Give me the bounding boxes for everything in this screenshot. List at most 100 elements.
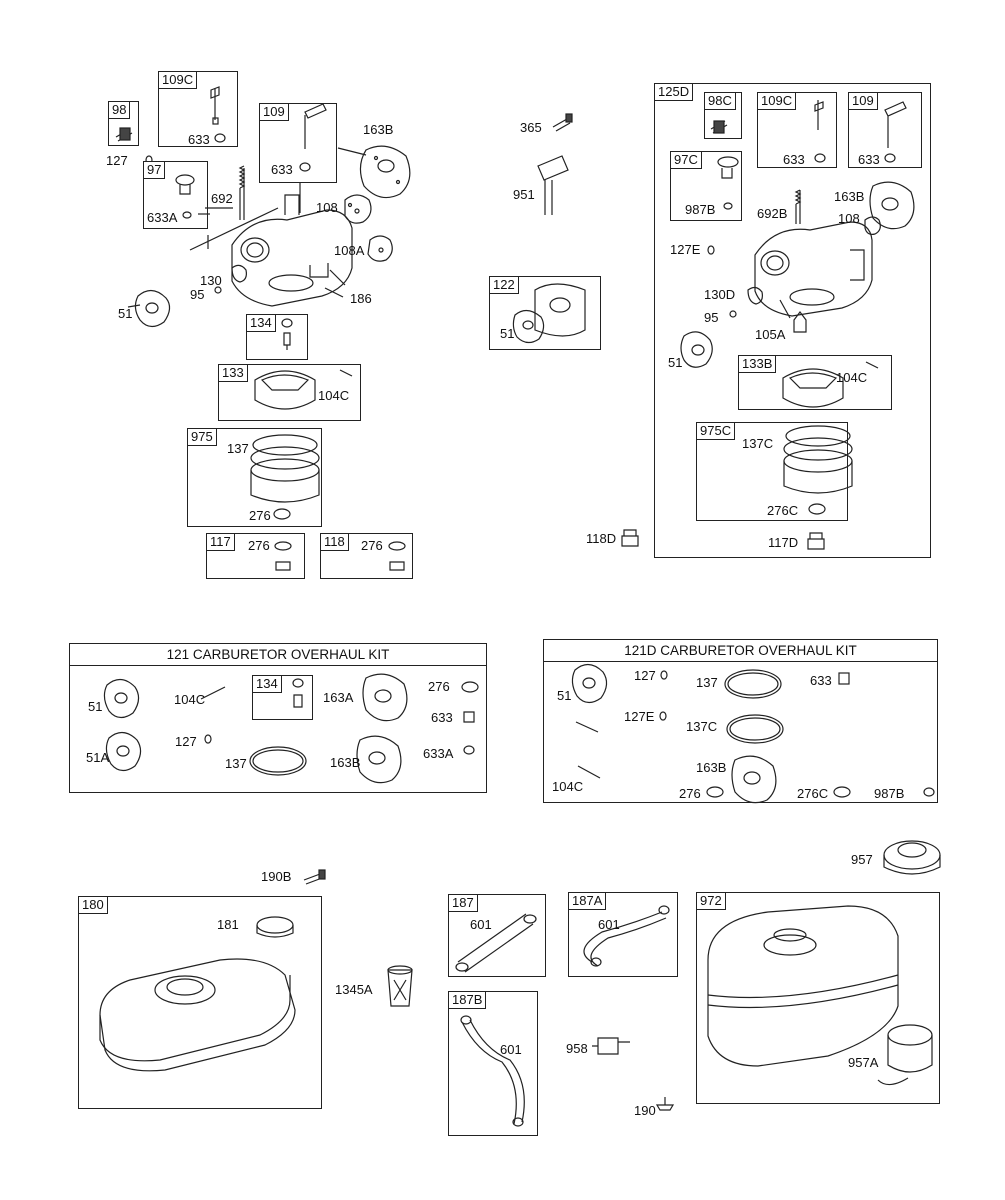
kit2-callout-987B: 987B <box>874 786 905 801</box>
box-97C: 97C <box>670 151 742 221</box>
leader-lines <box>127 147 791 319</box>
box-117: 117 <box>206 533 305 579</box>
plug-part-117 <box>274 541 292 571</box>
callout-104C: 104C <box>318 388 350 403</box>
callout-692B: 692B <box>757 206 788 221</box>
callout-137: 137 <box>227 441 249 456</box>
box-109C-2: 109C <box>757 92 837 168</box>
kit1-callout-127: 127 <box>175 734 197 749</box>
callout-633-c: 633 <box>783 152 805 167</box>
callout-276-a: 276 <box>249 508 271 523</box>
kit1-callout-633A: 633A <box>423 746 454 761</box>
callout-163B-2: 163B <box>834 189 865 204</box>
screw-part-98C <box>710 120 728 134</box>
filter-part-1345A <box>387 965 413 1007</box>
kit1-callout-163A: 163A <box>323 690 354 705</box>
callout-633A: 633A <box>147 210 178 225</box>
callout-137C: 137C <box>742 436 774 451</box>
callout-127E: 127E <box>670 242 701 257</box>
gasket-part-51b <box>512 309 545 344</box>
callout-633-d: 633 <box>858 152 880 167</box>
kit2-callout-163B: 163B <box>696 760 727 775</box>
callout-95-2: 95 <box>704 310 719 325</box>
lever-part-109 <box>299 103 327 172</box>
kit-121-title: 121 CARBURETOR OVERHAUL KIT <box>70 644 486 666</box>
callout-601-b: 601 <box>598 917 620 932</box>
callout-951: 951 <box>513 187 535 202</box>
callout-1345A: 1345A <box>335 982 373 997</box>
callout-117D: 117D <box>768 535 799 550</box>
kit2-callout-633: 633 <box>810 673 832 688</box>
kit2-callout-127E: 127E <box>624 709 655 724</box>
callout-187A: 187A <box>568 892 607 910</box>
cap-part-957A <box>877 1024 933 1086</box>
needle-part-134 <box>281 318 293 350</box>
callout-972: 972 <box>696 892 726 910</box>
kit1-box-134: 134 <box>252 675 313 720</box>
callout-365: 365 <box>520 120 542 135</box>
screw-part-190 <box>655 1097 675 1111</box>
box-972: 972 <box>696 892 940 1104</box>
kit1-callout-163B: 163B <box>330 755 361 770</box>
kit1-parts <box>103 673 479 784</box>
kit2-callout-104C: 104C <box>552 779 584 794</box>
needle-part-105A <box>793 311 807 333</box>
plug-part-117D <box>807 532 825 550</box>
callout-276-b: 276 <box>248 538 270 553</box>
callout-109-2: 109 <box>848 92 878 110</box>
plate-part-108-2 <box>864 216 881 235</box>
kit2-callout-276C: 276C <box>797 786 829 801</box>
callout-190B: 190B <box>261 869 292 884</box>
callout-98C: 98C <box>704 92 736 110</box>
fuel-line-187A <box>583 905 670 967</box>
callout-692: 692 <box>211 191 233 206</box>
float-part-97 <box>175 174 195 219</box>
gasket-part-163B-2 <box>869 181 915 230</box>
callout-104C-2: 104C <box>836 370 868 385</box>
kit-121D-panel: 121D CARBURETOR OVERHAUL KIT <box>543 639 938 803</box>
kit2-callout-137: 137 <box>696 675 718 690</box>
callout-975: 975 <box>187 428 217 446</box>
plate-part-108 <box>344 194 372 224</box>
callout-133B: 133B <box>738 355 777 373</box>
spacer-part-122 <box>534 283 586 337</box>
kit2-callout-276: 276 <box>679 786 701 801</box>
callout-105A: 105A <box>755 327 786 342</box>
fuel-tank-972 <box>707 905 899 1067</box>
callout-130D: 130D <box>704 287 736 302</box>
box-98C: 98C <box>704 92 742 139</box>
box-134: 134 <box>246 314 308 360</box>
float-part-133 <box>254 369 353 410</box>
callout-108: 108 <box>316 200 338 215</box>
box-133: 133 <box>218 364 361 421</box>
float-part-97C <box>717 156 739 210</box>
carburetor-body <box>189 183 353 307</box>
callout-186: 186 <box>350 291 372 306</box>
callout-95: 95 <box>190 287 205 302</box>
gasket-part-51 <box>134 289 171 328</box>
box-975: 975 <box>187 428 322 527</box>
fuel-line-187 <box>455 913 537 973</box>
box-109c: 109C <box>158 71 238 147</box>
callout-127: 127 <box>106 153 128 168</box>
kit1-callout-104C: 104C <box>174 692 206 707</box>
screw-part-98 <box>115 127 133 142</box>
callout-51-c: 51 <box>668 355 683 370</box>
callout-187: 187 <box>448 894 478 912</box>
box-109-2: 109 <box>848 92 922 168</box>
callout-133: 133 <box>218 364 248 382</box>
callout-187B: 187B <box>448 991 487 1009</box>
callout-163B: 163B <box>363 122 394 137</box>
callout-108A: 108A <box>334 243 365 258</box>
callout-97C: 97C <box>670 151 702 169</box>
callout-97: 97 <box>143 161 166 179</box>
choke-part-951 <box>537 155 569 215</box>
screw-part-365 <box>552 113 573 132</box>
callout-957A: 957A <box>848 1055 879 1070</box>
callout-130: 130 <box>200 273 222 288</box>
callout-51-b: 51 <box>500 326 515 341</box>
box-187A: 187A <box>568 892 678 977</box>
box-97: 97 <box>143 161 208 229</box>
callout-109: 109 <box>259 103 289 121</box>
kit1-callout-137: 137 <box>225 756 247 771</box>
